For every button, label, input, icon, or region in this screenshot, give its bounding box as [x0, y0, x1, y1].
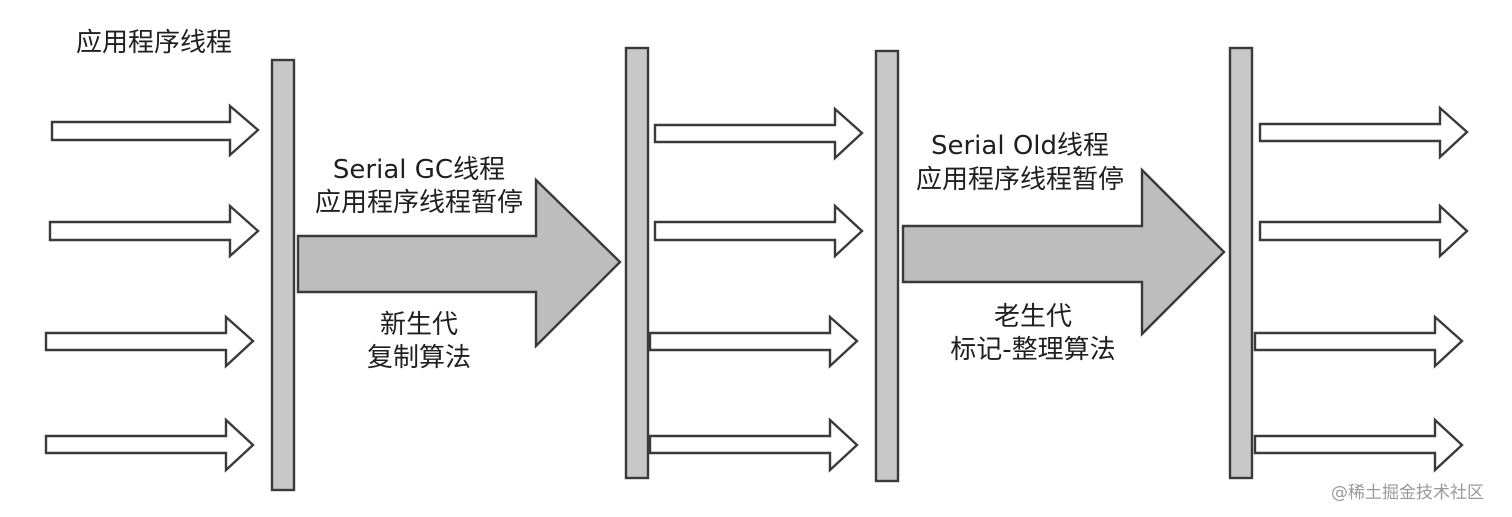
generation-label: 老生代 — [993, 302, 1073, 332]
thread-arrow — [653, 106, 864, 161]
generation-label: 新生代 — [379, 310, 459, 340]
thread-arrow — [1258, 105, 1469, 160]
thread-arrow — [648, 314, 859, 369]
safepoint-bar — [874, 49, 900, 483]
thread-arrow — [653, 203, 864, 259]
gc-arrow-serial-old — [901, 167, 1226, 337]
watermark: @稀土掘金技术社区 — [1331, 483, 1484, 503]
thread-arrow — [1258, 203, 1469, 259]
gc-thread-label: Serial GC线程 — [332, 155, 506, 185]
safepoint-bar — [1228, 46, 1254, 480]
pause-note: 应用程序线程暂停 — [314, 188, 524, 218]
thread-arrow — [1253, 314, 1464, 369]
thread-arrow — [44, 417, 255, 473]
thread-arrow — [50, 103, 260, 158]
thread-arrow — [1253, 417, 1464, 473]
algorithm-label: 复制算法 — [366, 343, 472, 373]
algorithm-label: 标记-整理算法 — [950, 335, 1116, 365]
gc-arrow-serial — [296, 177, 622, 349]
safepoint-bar — [270, 58, 296, 492]
safepoint-bar — [624, 46, 650, 480]
thread-arrow — [44, 314, 255, 369]
thread-arrow — [648, 417, 859, 473]
diagram-title: 应用程序线程 — [76, 28, 233, 58]
pause-note: 应用程序线程暂停 — [915, 165, 1125, 195]
gc-thread-label: Serial Old线程 — [930, 131, 1110, 161]
thread-arrow — [48, 203, 260, 259]
